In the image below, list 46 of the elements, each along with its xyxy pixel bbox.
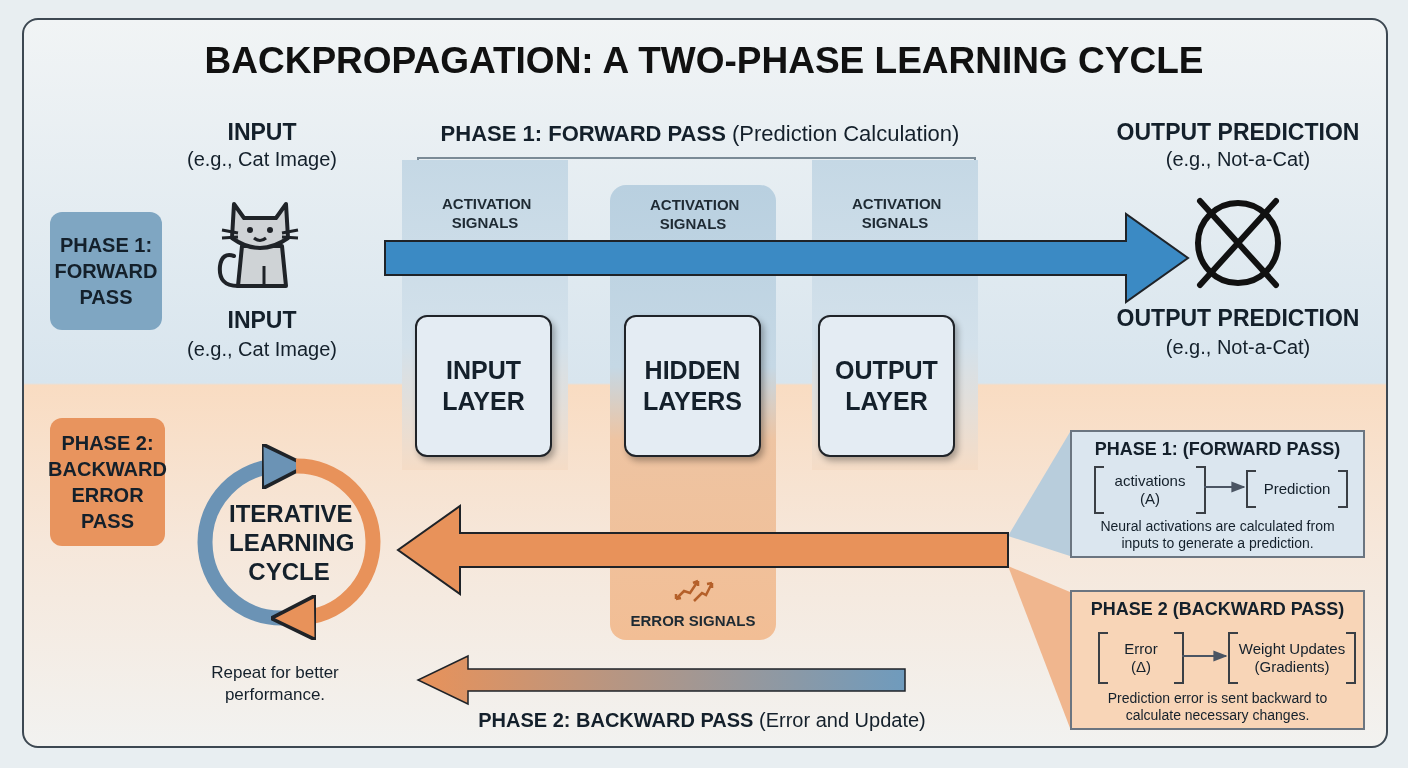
phase-tag [50, 418, 165, 546]
band-label: ACTIVATION SIGNALS [649, 195, 741, 233]
band-label: ERROR SIGNALS [630, 612, 756, 629]
item-heading: OUTPUT PREDICTION [1116, 304, 1360, 332]
layer-label: HIDDEN LAYERS [641, 355, 744, 417]
block-arrow [384, 212, 1190, 304]
example-text: (e.g., Not-a-Cat) [1165, 147, 1311, 172]
phase-tag-text: PHASE 2: BACKWARD ERROR PASS [47, 431, 168, 534]
callout-wedge [1008, 566, 1070, 728]
callout-text: Neural activations are calculated from inputs to generate a prediction. [1099, 518, 1336, 552]
callout-box [1070, 430, 1365, 558]
band-label: ACTIVATION SIGNALS [851, 194, 943, 232]
callout-wedge [1008, 432, 1070, 556]
section-label: PHASE 2: BACKWARD PASS (Error and Update) [477, 708, 927, 733]
callout-heading: PHASE 2 (BACKWARD PASS) [1089, 598, 1346, 620]
callout-text: Prediction error is sent backward to calculate necessary changes. [1106, 690, 1329, 724]
caption-text: Repeat for better performance. [210, 662, 340, 706]
example-text: (e.g., Cat Image) [186, 337, 338, 362]
title: BACKPROPAGATION: A TWO-PHASE LEARNING CYCLE [204, 40, 1204, 81]
item-heading: INPUT [227, 118, 297, 146]
bracket-term: Prediction [1262, 480, 1332, 498]
band-label: ACTIVATION SIGNALS [441, 194, 533, 232]
bracket-term-box [1094, 466, 1206, 514]
item-heading: INPUT [227, 306, 297, 334]
phase-tag [50, 212, 162, 330]
arrow [1181, 650, 1228, 662]
example-text: (e.g., Cat Image) [186, 147, 338, 172]
layer-box [624, 315, 761, 457]
bracket-term-box [1098, 632, 1184, 684]
section-label: PHASE 1: FORWARD PASS (Prediction Calculation) [439, 120, 961, 148]
bracket-term: activations (A) [1113, 472, 1187, 508]
callout-box [1070, 590, 1365, 730]
layer-box [415, 315, 552, 457]
layer-label: OUTPUT LAYER [834, 355, 939, 417]
bracket-term-box [1228, 632, 1356, 684]
bracket-term: Error (Δ) [1123, 640, 1159, 676]
phase-tag-text: PHASE 1: FORWARD PASS [53, 233, 159, 310]
layer-label: INPUT LAYER [441, 355, 526, 417]
arrow [1203, 481, 1246, 493]
item-heading: OUTPUT PREDICTION [1116, 118, 1360, 146]
bracket-term: Weight Updates (Gradients) [1237, 640, 1347, 676]
callout-heading: PHASE 1: (FORWARD PASS) [1093, 438, 1342, 460]
bracket-term-box [1246, 470, 1348, 508]
example-text: (e.g., Not-a-Cat) [1165, 335, 1311, 360]
layer-box [818, 315, 955, 457]
block-arrow [396, 504, 1009, 596]
